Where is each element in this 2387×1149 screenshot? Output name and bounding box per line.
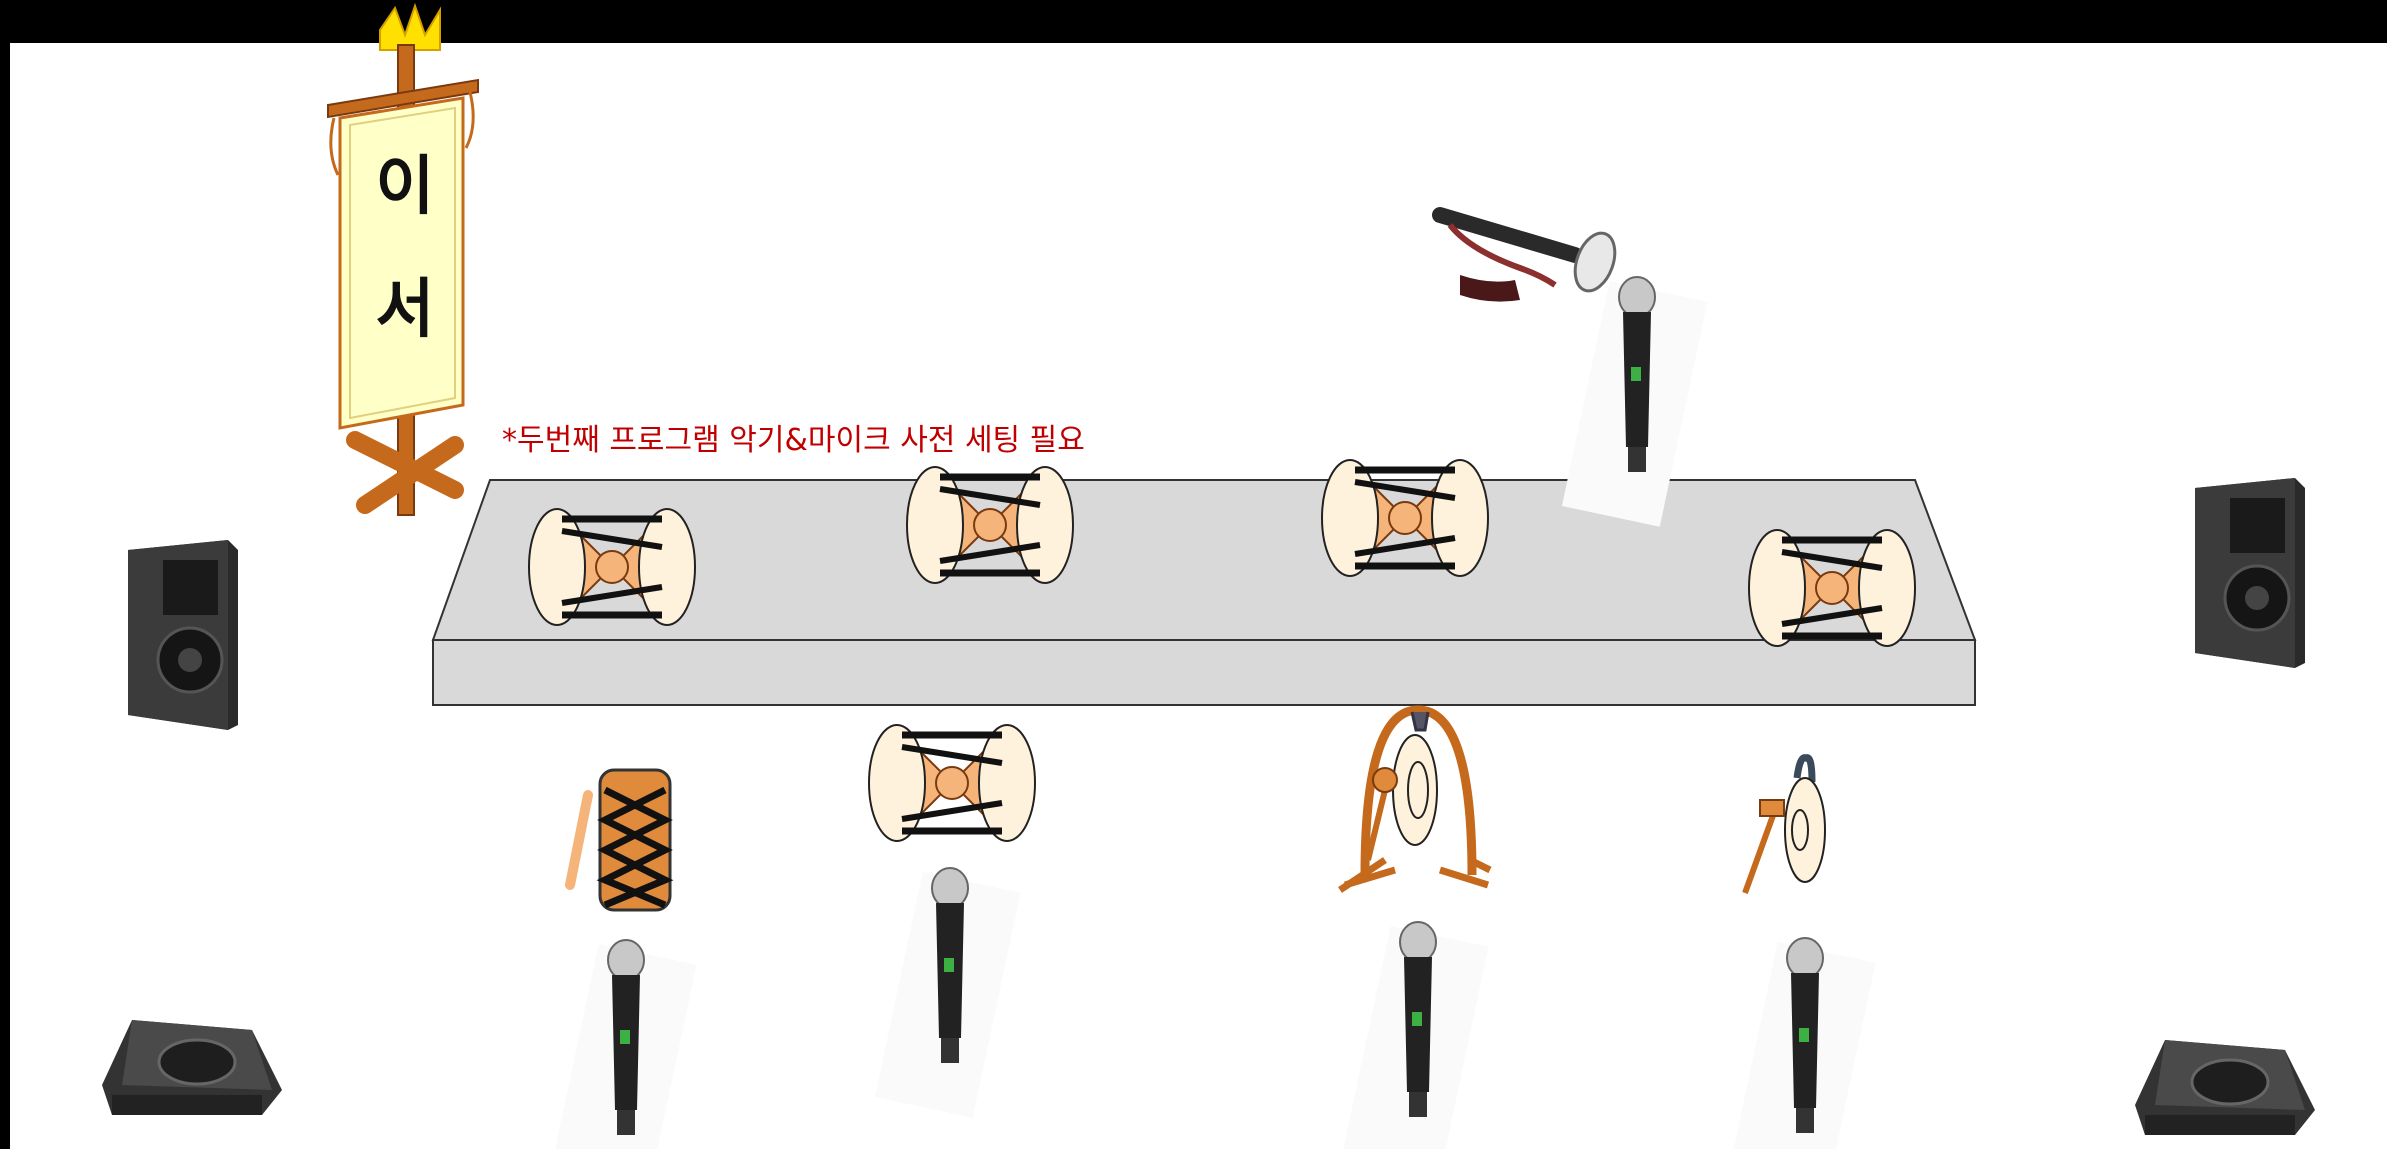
gong-icon	[1338, 705, 1492, 893]
stage-platform	[431, 479, 1977, 706]
setup-note: *두번째 프로그램 악기&마이크 사전 세팅 필요	[502, 423, 1085, 458]
microphone-icon	[549, 939, 698, 1149]
stage-monitor-icon	[100, 1018, 284, 1117]
buk-drum-icon	[565, 768, 674, 912]
banner-char-1: 이	[375, 150, 435, 224]
stage-monitor-icon	[2133, 1038, 2317, 1137]
banner-char-2: 서	[375, 273, 435, 347]
microphone-icon	[1728, 937, 1877, 1149]
speaker-icon	[2193, 476, 2307, 670]
taepyeongso-horn-icon	[1432, 207, 1617, 302]
flag-banner-icon	[327, 2, 479, 516]
janggu-drum-icon	[869, 725, 1035, 841]
small-gong-icon	[1742, 754, 1826, 895]
microphone-icon	[1341, 921, 1490, 1149]
left-black-bar	[0, 0, 10, 1149]
microphone-icon	[873, 867, 1022, 1119]
speaker-icon	[126, 538, 240, 732]
